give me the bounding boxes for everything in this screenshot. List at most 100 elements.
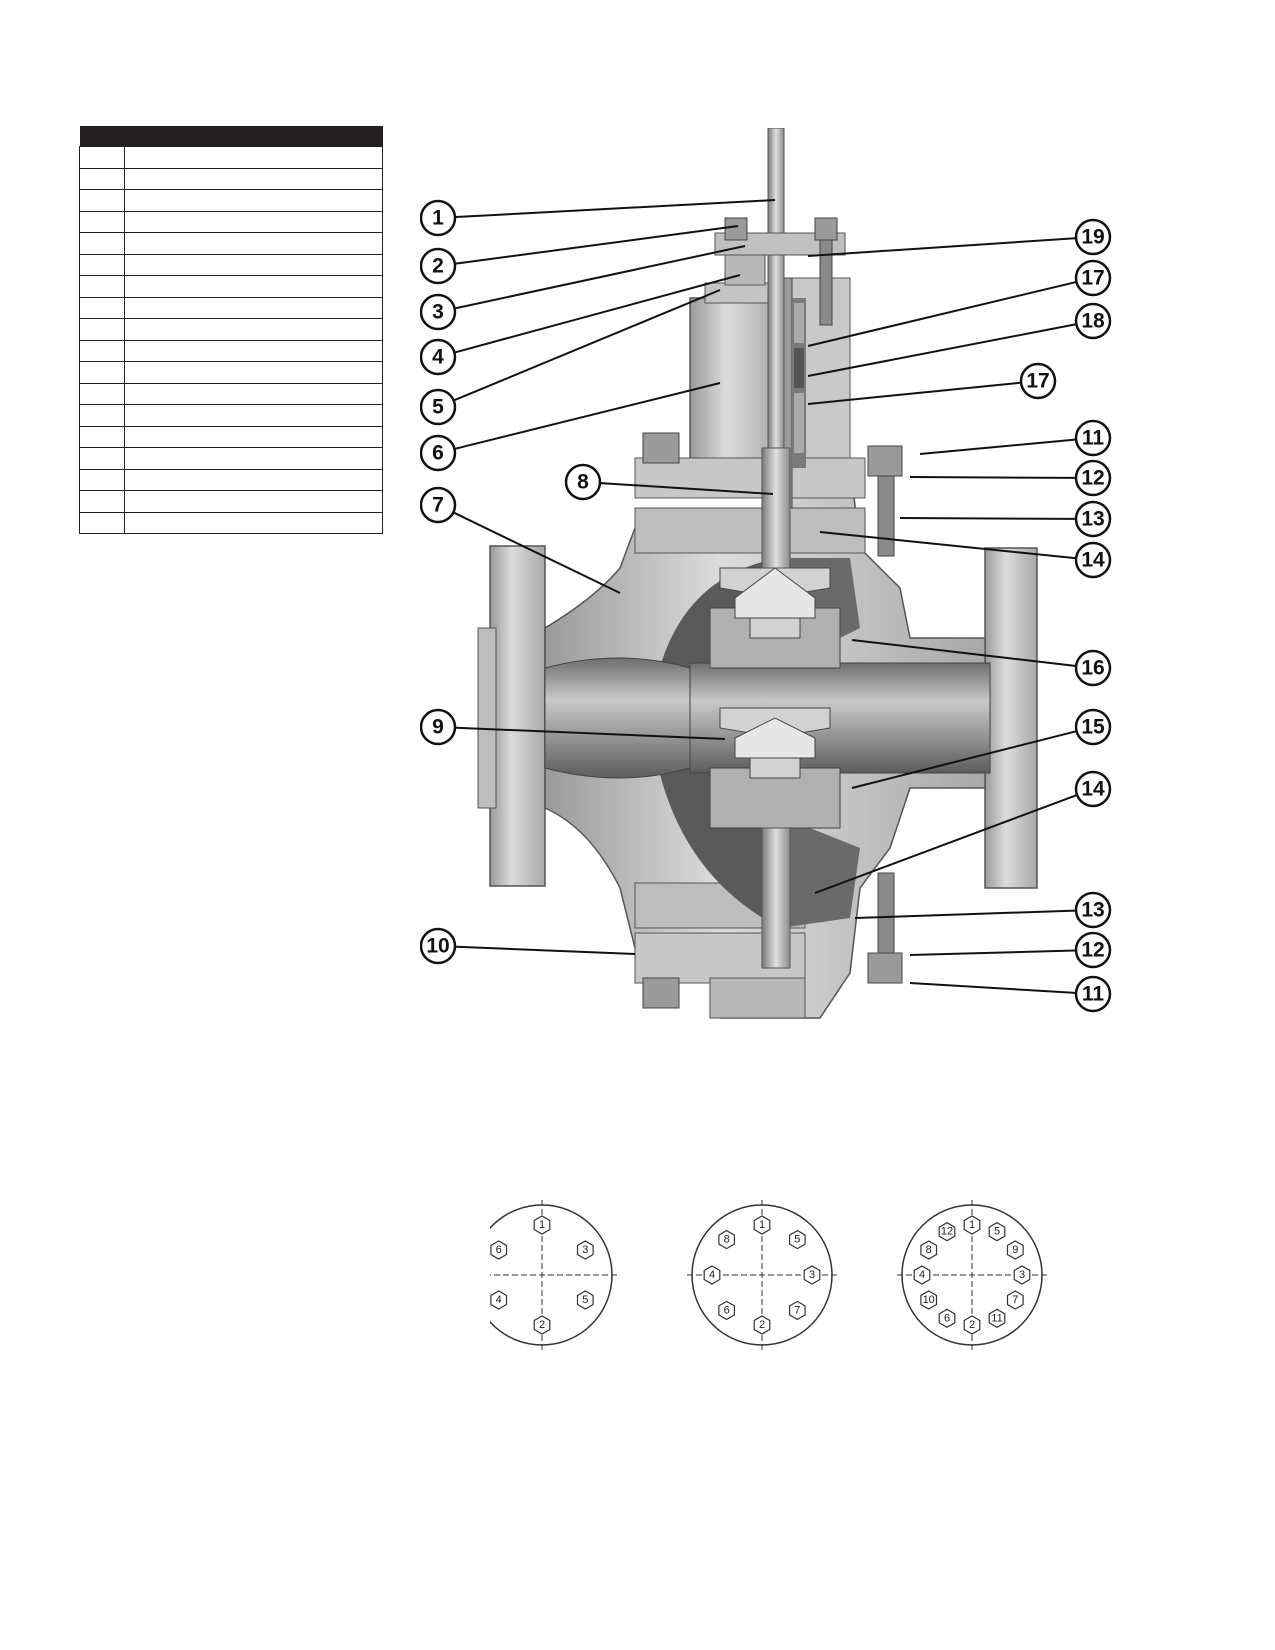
parts-table-row	[79, 232, 383, 255]
parts-table-cell-description	[124, 232, 383, 255]
parts-table-cell-number	[79, 339, 125, 362]
callout-circle	[420, 434, 457, 472]
parts-table-header-description	[124, 126, 383, 147]
parts-table-cell-description	[124, 361, 383, 384]
bolt-hex-icon	[803, 1265, 821, 1285]
leader-line	[455, 245, 746, 310]
bolt-hex-icon	[753, 1215, 771, 1235]
leader-line	[455, 199, 776, 219]
callout-number: 1	[432, 207, 444, 230]
bolt-hex-icon	[988, 1222, 1006, 1242]
callout-circle	[1074, 649, 1112, 687]
parts-table-cell-description	[124, 167, 383, 190]
bolt-hex-icon	[753, 1315, 771, 1335]
parts-table-header	[79, 126, 383, 147]
leader-line	[919, 438, 1076, 455]
bolt-number: 7	[794, 1304, 800, 1316]
callout-circle	[1074, 500, 1112, 538]
bolt-hex-icon	[576, 1240, 594, 1260]
callout-circle	[1074, 302, 1112, 340]
parts-table-cell-description	[124, 296, 383, 319]
callout-circle	[420, 708, 457, 746]
leader-line	[851, 639, 1076, 667]
bolt-hex-icon	[913, 1265, 931, 1285]
parts-table-cell-description	[124, 511, 383, 534]
bolt-hex-icon	[576, 1290, 594, 1310]
parts-table-row	[79, 382, 383, 405]
bolt-hex-icon	[920, 1290, 938, 1310]
bolt-number: 12	[941, 1226, 953, 1238]
bolt-number: 5	[994, 1226, 1000, 1238]
callout-number: 12	[1081, 467, 1104, 490]
callout-circle	[420, 338, 457, 376]
bolt-hex-icon	[533, 1315, 551, 1335]
parts-table-row	[79, 275, 383, 298]
leader-line	[851, 730, 1076, 789]
callout-number: 11	[1082, 983, 1105, 1006]
callout-number: 4	[432, 346, 444, 369]
bolt-number: 4	[919, 1269, 925, 1281]
callout-circle	[1074, 975, 1112, 1013]
callout-number: 6	[432, 442, 444, 465]
callout-number: 13	[1081, 899, 1104, 922]
parts-table-cell-description	[124, 490, 383, 513]
bolt-number: 6	[944, 1312, 950, 1324]
callout-left-7: 7	[420, 486, 621, 594]
parts-table-cell-description	[124, 253, 383, 276]
callout-left-10: 10	[420, 927, 636, 965]
parts-table-cell-number	[79, 232, 125, 255]
bolt-hex-icon	[963, 1315, 981, 1335]
callout-number: 7	[432, 494, 444, 517]
parts-table-row	[79, 511, 383, 534]
callout-number: 11	[1082, 427, 1105, 450]
callout-right-5: 11	[919, 419, 1112, 457]
parts-table-cell-description	[124, 382, 383, 405]
callout-number: 14	[1081, 549, 1105, 572]
bolt-number: 6	[724, 1304, 730, 1316]
leader-line	[909, 949, 1076, 956]
callout-number: 17	[1026, 370, 1049, 393]
bolt-hex-icon	[963, 1215, 981, 1235]
bolt-number: 5	[794, 1234, 800, 1246]
callout-number: 3	[432, 301, 444, 324]
parts-table-cell-number	[79, 447, 125, 470]
parts-table-cell-number	[79, 490, 125, 513]
parts-table-cell-number	[79, 318, 125, 341]
callout-circle	[1074, 218, 1112, 256]
bolt-hex-icon	[490, 1240, 508, 1260]
callout-left-2: 2	[420, 225, 739, 285]
callout-number: 18	[1081, 310, 1105, 333]
callout-left-9: 9	[420, 708, 726, 746]
parts-table-row	[79, 468, 383, 491]
leader-line	[854, 909, 1076, 919]
callout-circle	[1074, 541, 1112, 579]
bolt-hex-icon	[1006, 1240, 1024, 1260]
leader-line	[807, 281, 1076, 347]
parts-table-row	[79, 404, 383, 427]
parts-table-cell-number	[79, 253, 125, 276]
leader-line	[455, 726, 726, 740]
bolt-number: 10	[923, 1294, 935, 1306]
parts-table-cell-number	[79, 361, 125, 384]
callout-left-3: 3	[420, 245, 746, 331]
callout-number: 13	[1081, 508, 1104, 531]
bolt-number: 3	[1019, 1269, 1025, 1281]
parts-table-row	[79, 490, 383, 513]
parts-table-cell-description	[124, 468, 383, 491]
bolt-number: 2	[759, 1319, 765, 1331]
callout-right-8: 14	[819, 531, 1112, 579]
leader-line	[819, 531, 1076, 560]
leader-line	[455, 382, 721, 450]
callout-circle	[1074, 459, 1112, 497]
leader-line	[909, 476, 1076, 479]
bolt-number: 2	[539, 1319, 545, 1331]
callout-right-12: 13	[854, 891, 1112, 929]
bolt-hex-icon	[988, 1308, 1006, 1328]
bolt-number: 6	[496, 1244, 502, 1256]
bolt-hex-icon	[789, 1300, 806, 1321]
leader-line	[814, 794, 1077, 894]
valve-body	[477, 128, 1038, 1019]
